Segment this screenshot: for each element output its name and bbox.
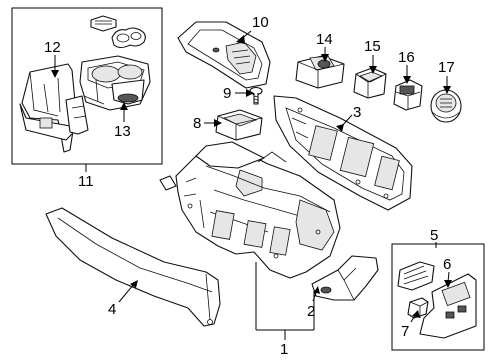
part-13-cup-holder — [65, 55, 151, 135]
part-17-knob — [430, 89, 462, 123]
callout-2: 2 — [307, 303, 315, 320]
callout-15: 15 — [364, 38, 381, 55]
part-14-switch — [295, 55, 345, 89]
arrow-4 — [130, 280, 138, 288]
part-2-boot — [311, 255, 379, 301]
part-9-screw — [249, 86, 263, 105]
callout-13: 13 — [114, 123, 131, 140]
part-7-switch — [407, 297, 429, 319]
callout-4: 4 — [108, 301, 116, 318]
part-5-vent — [397, 261, 435, 291]
arrow-8 — [214, 119, 222, 127]
arrow-17 — [443, 86, 451, 94]
callout-8: 8 — [193, 115, 201, 132]
arrow-2 — [314, 286, 320, 294]
part-1-console-body — [159, 141, 341, 279]
callout-16: 16 — [398, 49, 415, 66]
callout-10: 10 — [252, 14, 269, 31]
part-3-side-panel — [273, 95, 413, 211]
callout-17: 17 — [438, 59, 455, 76]
arrow-9 — [246, 89, 254, 97]
arrow-7 — [412, 310, 420, 318]
part-8-switch — [215, 109, 263, 141]
callout-5: 5 — [430, 227, 438, 244]
part-6-panel — [419, 273, 477, 339]
callout-9: 9 — [223, 85, 231, 102]
callout-6: 6 — [443, 256, 451, 273]
callout-14: 14 — [316, 31, 333, 48]
arrow-3 — [336, 124, 344, 132]
part-10-top-bezel — [177, 21, 271, 89]
arrow-16 — [403, 76, 411, 84]
arrow-15 — [369, 66, 377, 74]
cup-holder-mat — [111, 27, 146, 49]
part-12-bracket — [19, 63, 77, 153]
part-15-switch — [353, 67, 387, 99]
group-box-11 — [11, 7, 163, 165]
arrow-14 — [321, 54, 329, 62]
part-16-switch — [393, 79, 423, 111]
cup-holder-clip — [90, 15, 117, 32]
arrow-6 — [444, 280, 452, 288]
group-box-5 — [391, 243, 485, 351]
part-4-long-trim — [45, 207, 221, 327]
callout-1: 1 — [280, 341, 288, 358]
callout-12: 12 — [44, 39, 61, 56]
callout-11: 11 — [78, 173, 94, 190]
arrow-10 — [236, 35, 245, 44]
arrow-12 — [51, 70, 59, 78]
callout-7: 7 — [401, 323, 409, 340]
arrow-13 — [120, 102, 128, 110]
leader-4 — [118, 283, 135, 303]
callout-3: 3 — [353, 104, 361, 121]
